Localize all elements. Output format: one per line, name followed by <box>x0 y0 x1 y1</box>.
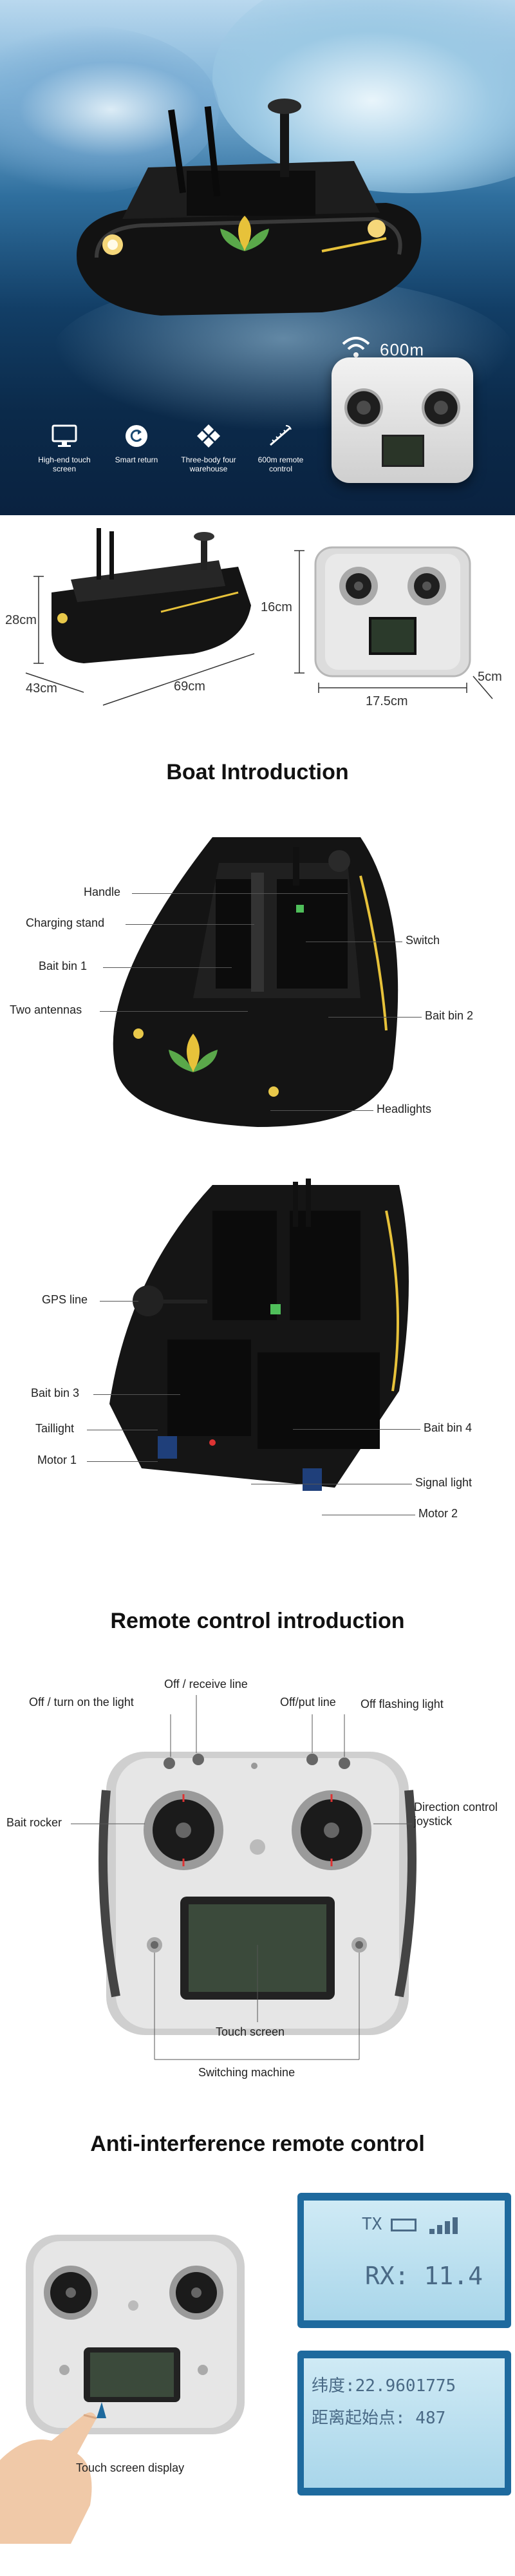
left-joystick <box>344 388 383 427</box>
signal-ruler-icon <box>267 422 295 450</box>
callout-off-receive-line: Off / receive line <box>164 1678 248 1690</box>
dimension-drawing <box>25 528 493 706</box>
battery-icon <box>391 2219 417 2231</box>
leader-line <box>293 1429 420 1430</box>
callout-off-put-line: Off/put line <box>280 1696 336 1709</box>
remote-diagram <box>71 1695 417 2060</box>
leader-line <box>328 1017 422 1018</box>
remote-width-label: 17.5cm <box>366 694 408 708</box>
callout-off-flashing-light: Off flashing light <box>360 1698 444 1710</box>
callout-bait-bin-2: Bait bin 2 <box>425 1009 474 1022</box>
callout-switch: Switch <box>406 934 440 947</box>
hero-banner: 600m High-end touch screen Smart return … <box>0 0 515 515</box>
leader-line <box>103 967 232 968</box>
callout-bait-bin-3: Bait bin 3 <box>31 1387 80 1399</box>
range-label: 600m <box>380 340 425 359</box>
touch-screen-display-label: Touch screen display <box>76 2461 185 2474</box>
lcd-panel-2: 纬度:22.9601775 距离起始点: 487 <box>297 2351 511 2496</box>
callout-two-antennas: Two antennas <box>10 1003 82 1016</box>
dimensions-section: 28cm 43cm 69cm 16cm 17.5cm 5cm <box>0 515 515 728</box>
feature-item: 600m remote control <box>252 422 310 473</box>
anti-interference-title: Anti-interference remote control <box>90 2132 425 2156</box>
leader-line <box>100 1301 138 1302</box>
boat-intro-title: Boat Introduction <box>166 760 349 784</box>
feature-item: Smart return <box>108 422 165 473</box>
lcd-distance: 距离起始点: 487 <box>312 2409 446 2428</box>
boat-diagram <box>109 837 409 1491</box>
callout-off-turn-on-light: Off / turn on the light <box>29 1696 134 1709</box>
callout-headlights: Headlights <box>377 1103 432 1115</box>
remote-intro-title: Remote control introduction <box>110 1609 405 1633</box>
callout-taillight: Taillight <box>35 1422 75 1435</box>
return-icon <box>122 422 151 450</box>
right-joystick <box>422 388 460 427</box>
boat-height-label: 28cm <box>5 613 37 627</box>
feature-item: High-end touch screen <box>35 422 93 473</box>
callout-charging-stand: Charging stand <box>26 916 105 929</box>
remote-height-label: 16cm <box>261 600 292 614</box>
signal-bars-icon <box>429 2215 468 2237</box>
remote-control-hero-image <box>332 357 473 483</box>
callout-bait-rocker: Bait rocker <box>6 1816 62 1829</box>
callout-gps-line: GPS line <box>42 1293 88 1306</box>
remote-hand-image <box>0 2235 245 2544</box>
leader-line <box>100 1011 248 1012</box>
diamond-grid-icon <box>194 422 223 450</box>
bait-boat-hero-image <box>77 99 422 316</box>
callout-signal-light: Signal light <box>415 1476 473 1489</box>
callout-motor-2: Motor 2 <box>418 1507 458 1520</box>
callout-direction-joystick: Direction control joystick <box>414 1801 498 1828</box>
monitor-icon <box>50 422 79 450</box>
feature-item: Three-body four warehouse <box>180 422 238 473</box>
wireless-signal-icon <box>340 335 372 367</box>
callout-bait-bin-1: Bait bin 1 <box>39 960 88 972</box>
remote-depth-label: 5cm <box>478 670 502 684</box>
leader-line <box>87 1461 158 1462</box>
callout-touch-screen: Touch screen <box>216 2025 285 2038</box>
callout-handle: Handle <box>84 886 121 898</box>
callout-switching-machine: Switching machine <box>198 2066 295 2079</box>
lcd-panel-1: TX RX: 11.4 <box>297 2193 511 2328</box>
callout-motor-1: Motor 1 <box>37 1454 77 1466</box>
lcd-rx-value: RX: 11.4 <box>365 2262 483 2290</box>
lcd-tx-label: TX <box>362 2215 382 2234</box>
boat-length-label: 69cm <box>174 679 205 694</box>
boat-width-label: 43cm <box>26 681 57 696</box>
leader-line <box>126 924 254 925</box>
feature-list: High-end touch screen Smart return Three… <box>35 422 310 473</box>
lcd-screen: TX RX: 11.4 <box>304 2201 505 2320</box>
remote-screen <box>382 435 424 467</box>
callout-bait-bin-4: Bait bin 4 <box>424 1421 473 1434</box>
lcd-latitude: 纬度:22.9601775 <box>312 2376 456 2396</box>
wave-splash <box>0 26 219 193</box>
leader-line <box>132 893 348 894</box>
lcd-screen: 纬度:22.9601775 距离起始点: 487 <box>304 2358 505 2488</box>
leader-line <box>270 1110 373 1111</box>
leader-line <box>93 1394 180 1395</box>
